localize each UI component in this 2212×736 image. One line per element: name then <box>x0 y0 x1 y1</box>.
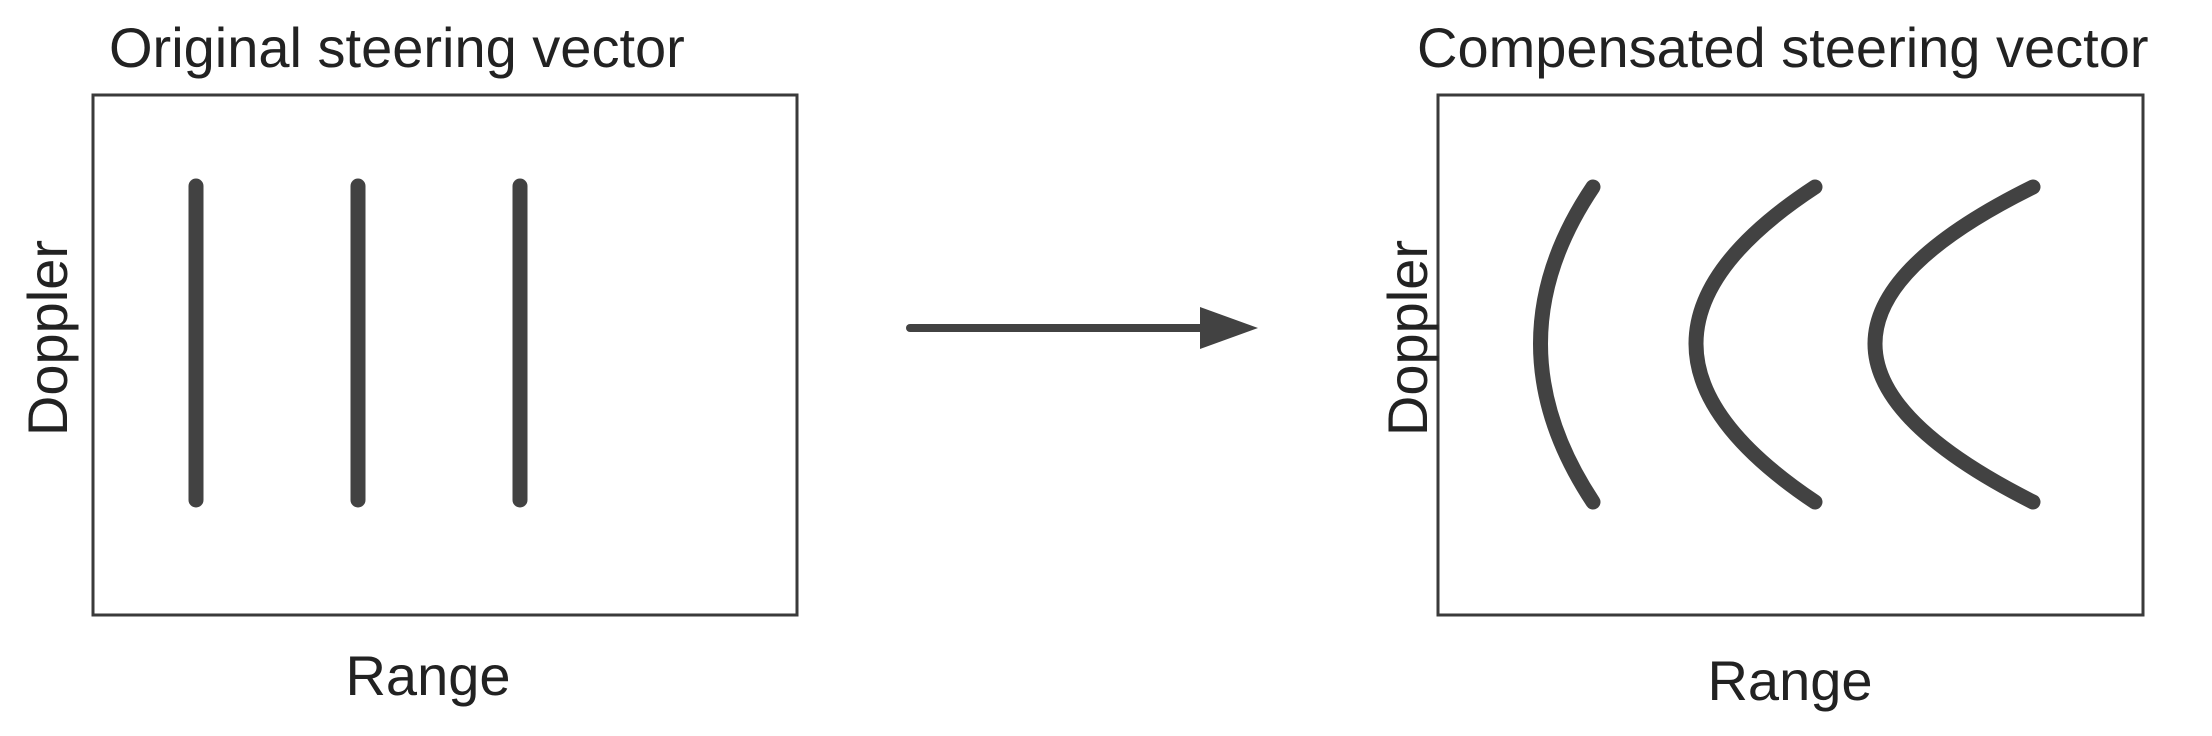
left-x-axis-label: Range <box>345 644 511 707</box>
arrow-head <box>1200 307 1258 349</box>
left-y-axis-label: Doppler <box>16 239 79 437</box>
left-panel-title: Original steering vector <box>109 16 685 79</box>
compensated-curve-1 <box>1533 179 1601 510</box>
right-y-axis-label: Doppler <box>1376 239 1439 437</box>
left-panel-frame <box>91 93 799 617</box>
right-panel-frame <box>1436 93 2145 617</box>
right-x-axis-label: Range <box>1707 649 1873 712</box>
compensated-curve-2 <box>1688 179 1823 510</box>
right-panel-title: Compensated steering vector <box>1417 16 2149 79</box>
compensated-curve-3 <box>1867 179 2041 510</box>
